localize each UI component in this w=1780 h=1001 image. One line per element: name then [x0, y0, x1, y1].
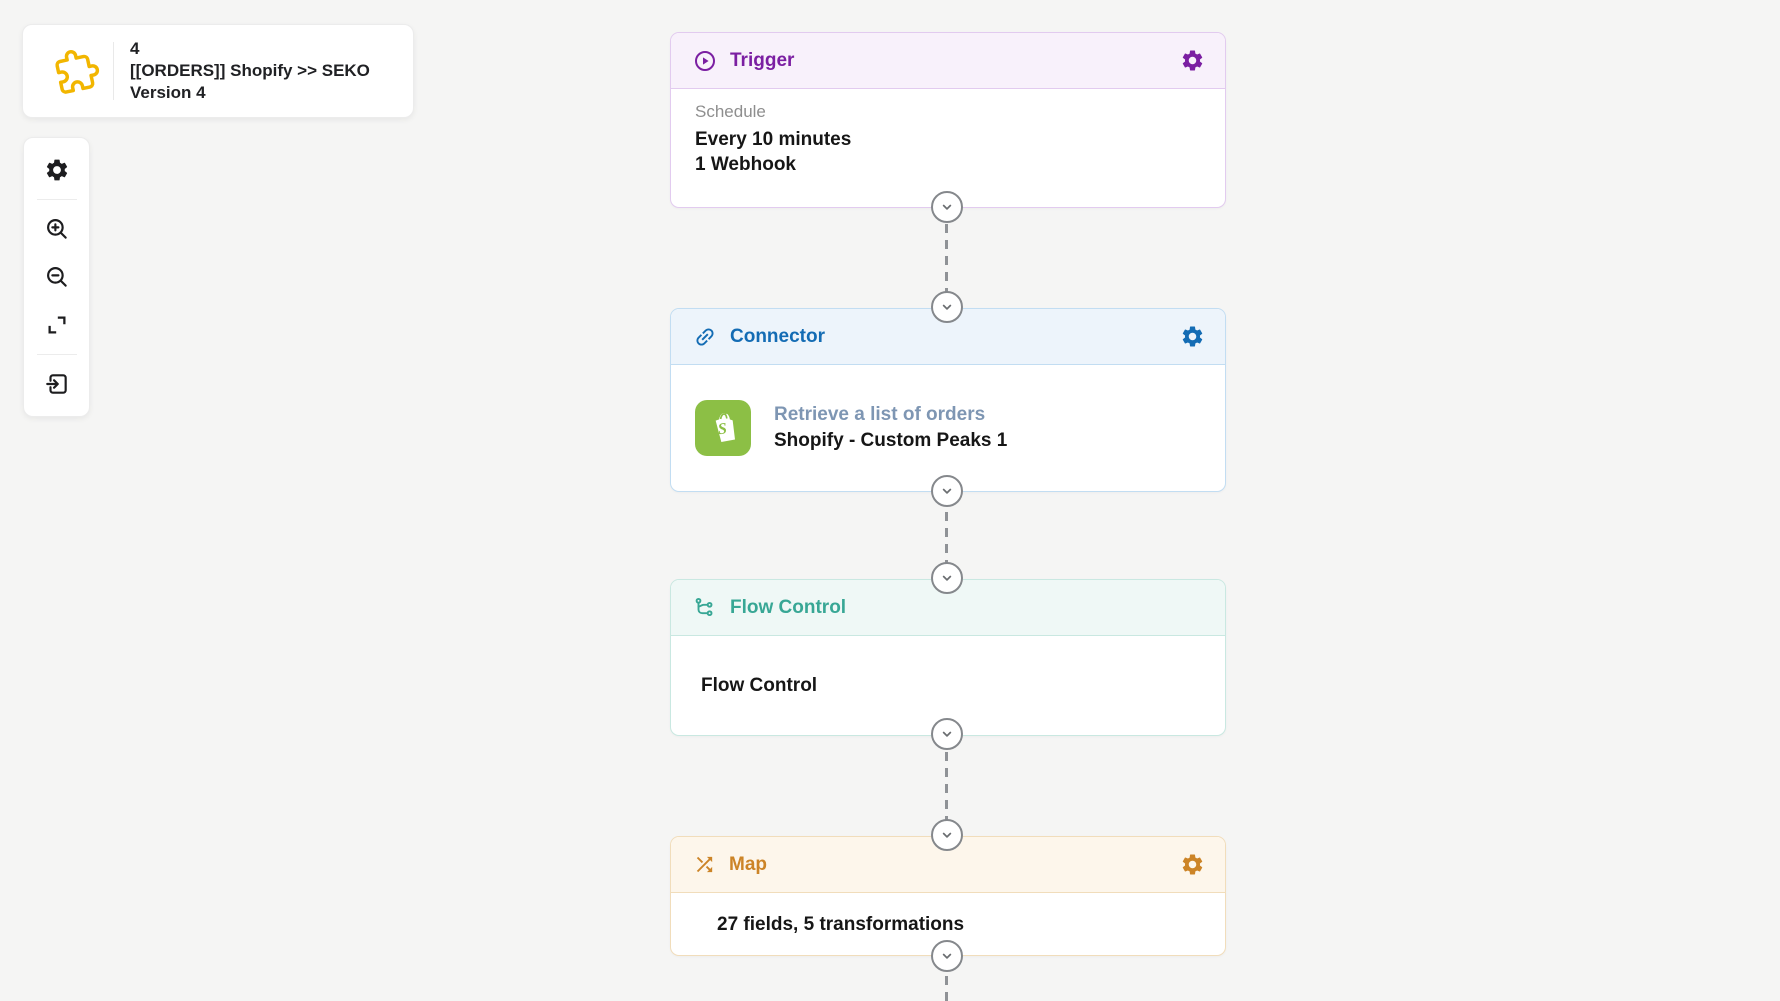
trigger-caption: Schedule — [695, 102, 766, 121]
connector-connection-name: Shopify - Custom Peaks 1 — [774, 430, 1008, 451]
zoom-in-icon — [44, 216, 70, 242]
flow-control-node-title: Flow Control — [730, 596, 847, 618]
trigger-node-title: Trigger — [730, 49, 795, 71]
exit-flow-icon — [44, 371, 70, 397]
trigger-node-header: Trigger — [671, 33, 1225, 89]
expand-icon — [44, 312, 70, 338]
trigger-node-body: Schedule Every 10 minutes 1 Webhook — [671, 89, 1225, 177]
exit-flow-button[interactable] — [33, 360, 81, 408]
map-body-text: 27 fields, 5 transformations — [717, 913, 965, 935]
connector-settings-button[interactable] — [1177, 322, 1207, 352]
puzzle-icon — [41, 49, 113, 94]
connector-action: Retrieve a list of orders — [774, 404, 986, 425]
fit-to-screen-button[interactable] — [33, 301, 81, 349]
shuffle-icon — [693, 853, 716, 876]
flow-control-node[interactable]: Flow Control Flow Control — [670, 579, 1226, 736]
branch-icon — [693, 596, 717, 620]
zoom-out-button[interactable] — [33, 253, 81, 301]
edge-chevron-button[interactable] — [931, 562, 963, 594]
edge-chevron-button[interactable] — [931, 718, 963, 750]
edge-chevron-button[interactable] — [931, 819, 963, 851]
flow-title-line-3: Version 4 — [130, 83, 206, 102]
chevron-down-icon — [938, 298, 956, 316]
connector-node[interactable]: Connector S Retrieve a list of orders — [670, 308, 1226, 492]
toolbar-divider — [36, 354, 77, 355]
map-node[interactable]: Map 27 fields, 5 transformations — [670, 836, 1226, 956]
map-node-body: 27 fields, 5 transformations — [671, 893, 1225, 955]
chevron-down-icon — [938, 826, 956, 844]
toolbar-divider — [36, 199, 77, 200]
chevron-down-icon — [938, 947, 956, 965]
zoom-in-button[interactable] — [33, 205, 81, 253]
canvas-toolbar — [23, 137, 90, 417]
svg-text:S: S — [717, 420, 728, 438]
chevron-down-icon — [938, 725, 956, 743]
link-icon — [693, 325, 717, 349]
edge-chevron-button[interactable] — [931, 291, 963, 323]
zoom-out-icon — [44, 264, 70, 290]
map-settings-button[interactable] — [1177, 850, 1207, 880]
edge-chevron-button[interactable] — [931, 940, 963, 972]
gear-icon — [1180, 852, 1205, 877]
title-divider — [113, 42, 114, 100]
connector-node-title: Connector — [730, 325, 825, 347]
flow-title-card: 4 [[ORDERS]] Shopify >> SEKO Version 4 — [22, 24, 414, 118]
settings-button[interactable] — [33, 146, 81, 194]
gear-icon — [1180, 324, 1205, 349]
gear-icon — [1180, 48, 1205, 73]
flow-control-node-body: Flow Control — [671, 636, 1225, 735]
flow-control-body-text: Flow Control — [701, 675, 818, 696]
shopify-icon: S — [695, 400, 751, 456]
flow-title-line-2: [[ORDERS]] Shopify >> SEKO — [130, 61, 370, 80]
flow-title-line-1: 4 — [130, 39, 140, 58]
chevron-down-icon — [938, 569, 956, 587]
trigger-webhook-value: 1 Webhook — [695, 154, 796, 175]
map-node-title: Map — [729, 853, 767, 875]
connector-node-body: S Retrieve a list of orders Shopify - Cu… — [671, 365, 1225, 491]
edge-chevron-button[interactable] — [931, 475, 963, 507]
flow-title: 4 [[ORDERS]] Shopify >> SEKO Version 4 — [114, 38, 370, 104]
connector-text-block: Retrieve a list of orders Shopify - Cust… — [774, 404, 1007, 452]
trigger-settings-button[interactable] — [1177, 46, 1207, 76]
edge-chevron-button[interactable] — [931, 191, 963, 223]
chevron-down-icon — [938, 198, 956, 216]
chevron-down-icon — [938, 482, 956, 500]
trigger-schedule-value: Every 10 minutes — [695, 129, 852, 150]
play-circle-icon — [693, 49, 717, 73]
gear-icon — [44, 157, 70, 183]
trigger-node[interactable]: Trigger Schedule Every 10 minutes 1 Webh… — [670, 32, 1226, 208]
